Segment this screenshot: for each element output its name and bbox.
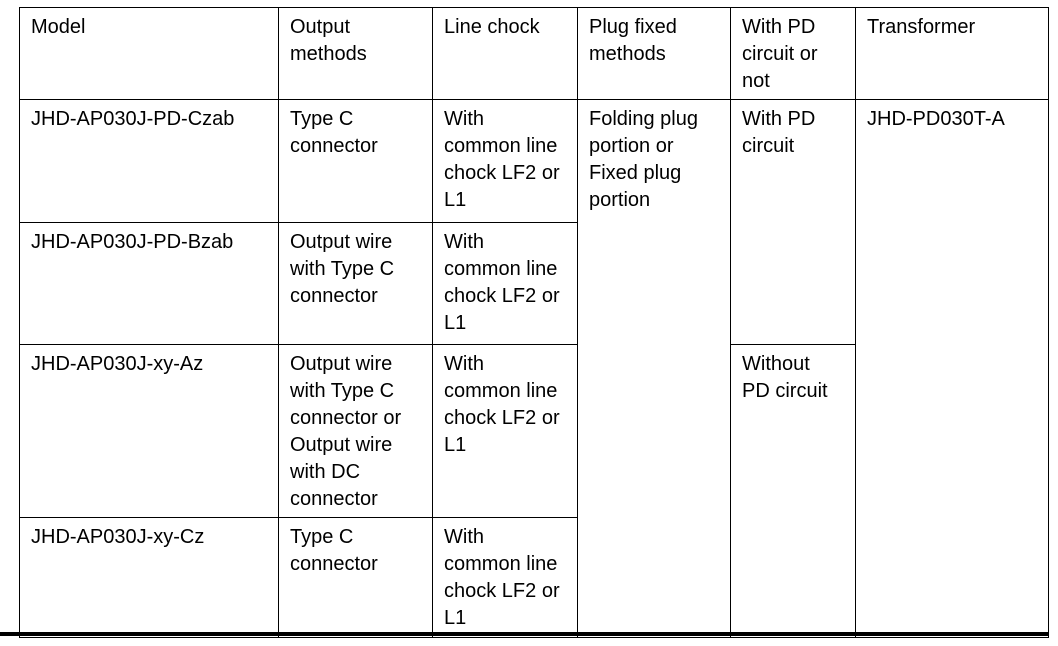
table-row-4: JHD-AP030J-xy-Cz Type C connector With c…	[19, 517, 1049, 638]
column-header-pd-circuit: With PD circuit or not	[730, 7, 856, 100]
cell-output-methods: Output wire with Type C connector	[278, 222, 433, 345]
cell-model: JHD-AP030J-xy-Az	[19, 344, 279, 518]
column-header-plug-fixed-methods: Plug fixed methods	[577, 7, 731, 100]
cell-without-pd-circuit: Without PD circuit	[730, 344, 856, 638]
model-spec-table: Model Output methods Line chock Plug fix…	[19, 7, 1049, 638]
table-bottom-rule	[0, 632, 1048, 636]
cell-output-methods: Type C connector	[278, 517, 433, 638]
cell-model: JHD-AP030J-PD-Czab	[19, 99, 279, 223]
cell-output-methods: Output wire with Type C connector or Out…	[278, 344, 433, 518]
cell-model: JHD-AP030J-PD-Bzab	[19, 222, 279, 345]
cell-line-chock: With common line chock LF2 or L1	[432, 517, 578, 638]
cell-with-pd-circuit: With PD circuit	[730, 99, 856, 345]
column-header-transformer: Transformer	[855, 7, 1049, 100]
cell-line-chock: With common line chock LF2 or L1	[432, 99, 578, 223]
column-header-line-chock: Line chock	[432, 7, 578, 100]
column-header-model: Model	[19, 7, 279, 100]
table-row-1: JHD-AP030J-PD-Czab Type C connector With…	[19, 99, 1049, 638]
cell-transformer: JHD-PD030T-A	[855, 99, 1049, 638]
table-row-3: JHD-AP030J-xy-Az Output wire with Type C…	[19, 344, 1049, 638]
column-header-output-methods: Output methods	[278, 7, 433, 100]
table-header-row: Model Output methods Line chock Plug fix…	[19, 7, 1049, 100]
cell-output-methods: Type C connector	[278, 99, 433, 223]
cell-line-chock: With common line chock LF2 or L1	[432, 344, 578, 518]
cell-model: JHD-AP030J-xy-Cz	[19, 517, 279, 638]
table-row-2: JHD-AP030J-PD-Bzab Output wire with Type…	[19, 222, 1049, 345]
cell-line-chock: With common line chock LF2 or L1	[432, 222, 578, 345]
cell-plug-fixed-methods: Folding plug portion or Fixed plug porti…	[577, 99, 731, 638]
